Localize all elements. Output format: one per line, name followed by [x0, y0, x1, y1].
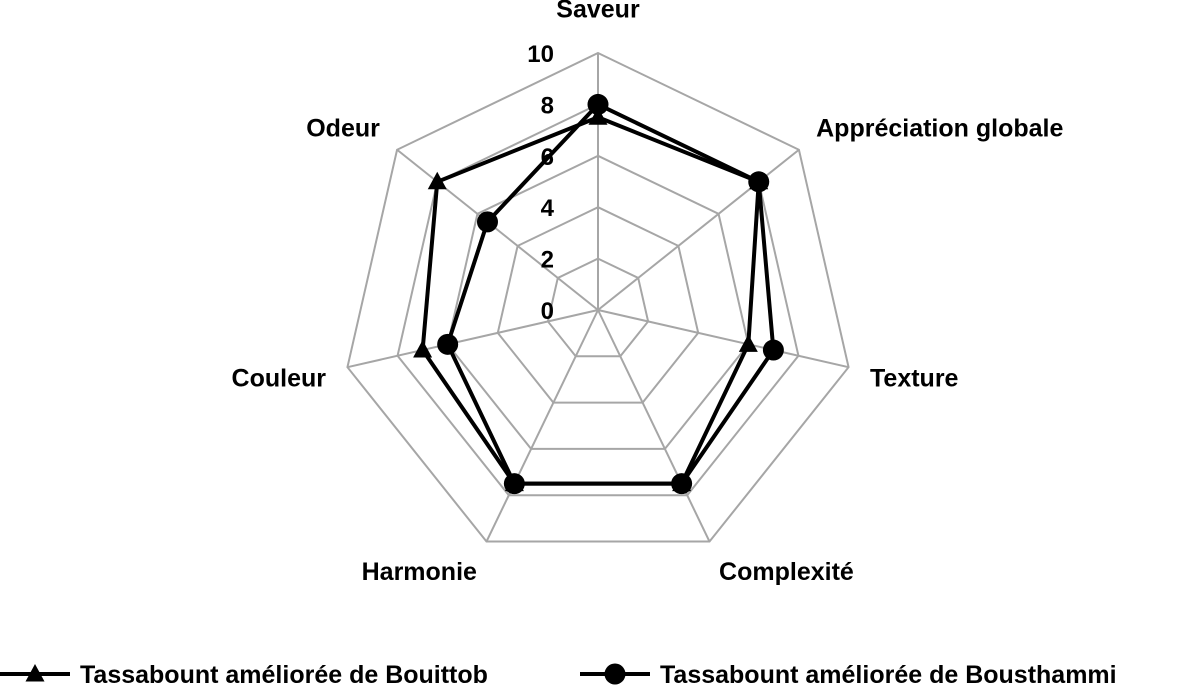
spoke-couleur: [347, 309, 599, 369]
point-tassabount-amelioree-de-bouittob-saveur: [588, 107, 608, 125]
point-tassabount-amelioree-de-bousthammi-harmonie: [503, 473, 525, 495]
grid-ring-6: [446, 154, 750, 450]
legend-label-2: Tassabount améliorée de Bousthammi: [660, 661, 1117, 689]
spoke-odeur: [396, 148, 599, 311]
tick-label-10: 10: [527, 41, 554, 68]
grid-ring-2: [546, 257, 650, 358]
legend-label-1: Tassabount améliorée de Bouittob: [80, 661, 488, 689]
axis-label-saveur: Saveur: [556, 0, 640, 24]
grid-ring-8: [396, 103, 800, 497]
series-line-1: [420, 115, 761, 486]
grid-ring-4: [496, 206, 700, 404]
spoke-harmonie: [485, 309, 599, 542]
point-tassabount-amelioree-de-bouittob-couleur: [413, 340, 433, 358]
point-tassabount-amelioree-de-bousthammi-complexite: [671, 473, 693, 495]
spoke-texture: [597, 309, 849, 369]
legend-item-2: Tassabount améliorée de Bousthammi: [580, 661, 1117, 689]
axis-label-texture: Texture: [870, 365, 959, 393]
point-tassabount-amelioree-de-bouittob-texture: [738, 334, 758, 352]
axis-label-appreciation-globale: Appréciation globale: [816, 115, 1063, 143]
radar-grid: [346, 51, 850, 543]
tick-label-4: 4: [541, 195, 555, 222]
legend-item-1: Tassabount améliorée de Bouittob: [0, 661, 488, 689]
tick-label-0: 0: [541, 298, 554, 325]
point-tassabount-amelioree-de-bouittob-odeur: [427, 171, 447, 190]
spoke-complexite: [597, 309, 711, 542]
legend: Tassabount améliorée de Bouittob Tassabou…: [0, 661, 1117, 689]
point-tassabount-amelioree-de-bousthammi-odeur: [476, 211, 498, 233]
tick-label-8: 8: [541, 92, 554, 119]
legend-marker-1: [25, 664, 45, 682]
axis-label-couleur: Couleur: [232, 365, 327, 393]
axis-label-odeur: Odeur: [306, 115, 380, 143]
series-line-2: [445, 102, 776, 486]
data-series: [413, 93, 784, 495]
point-tassabount-amelioree-de-bousthammi-couleur: [437, 333, 459, 355]
point-tassabount-amelioree-de-bousthammi-appreciation-globale: [748, 171, 770, 193]
axis-label-complexite: Complexité: [719, 558, 854, 586]
radar-spokes: [347, 53, 849, 542]
grid-ring-10: [346, 51, 850, 543]
tick-label-2: 2: [541, 247, 554, 274]
series-tassabount-amelioree-de-bousthammi: [437, 93, 784, 495]
point-tassabount-amelioree-de-bousthammi-saveur: [587, 93, 609, 115]
legend-marker-2: [604, 663, 626, 685]
axis-label-harmonie: Harmonie: [362, 558, 477, 586]
point-tassabount-amelioree-de-bousthammi-texture: [762, 339, 784, 361]
